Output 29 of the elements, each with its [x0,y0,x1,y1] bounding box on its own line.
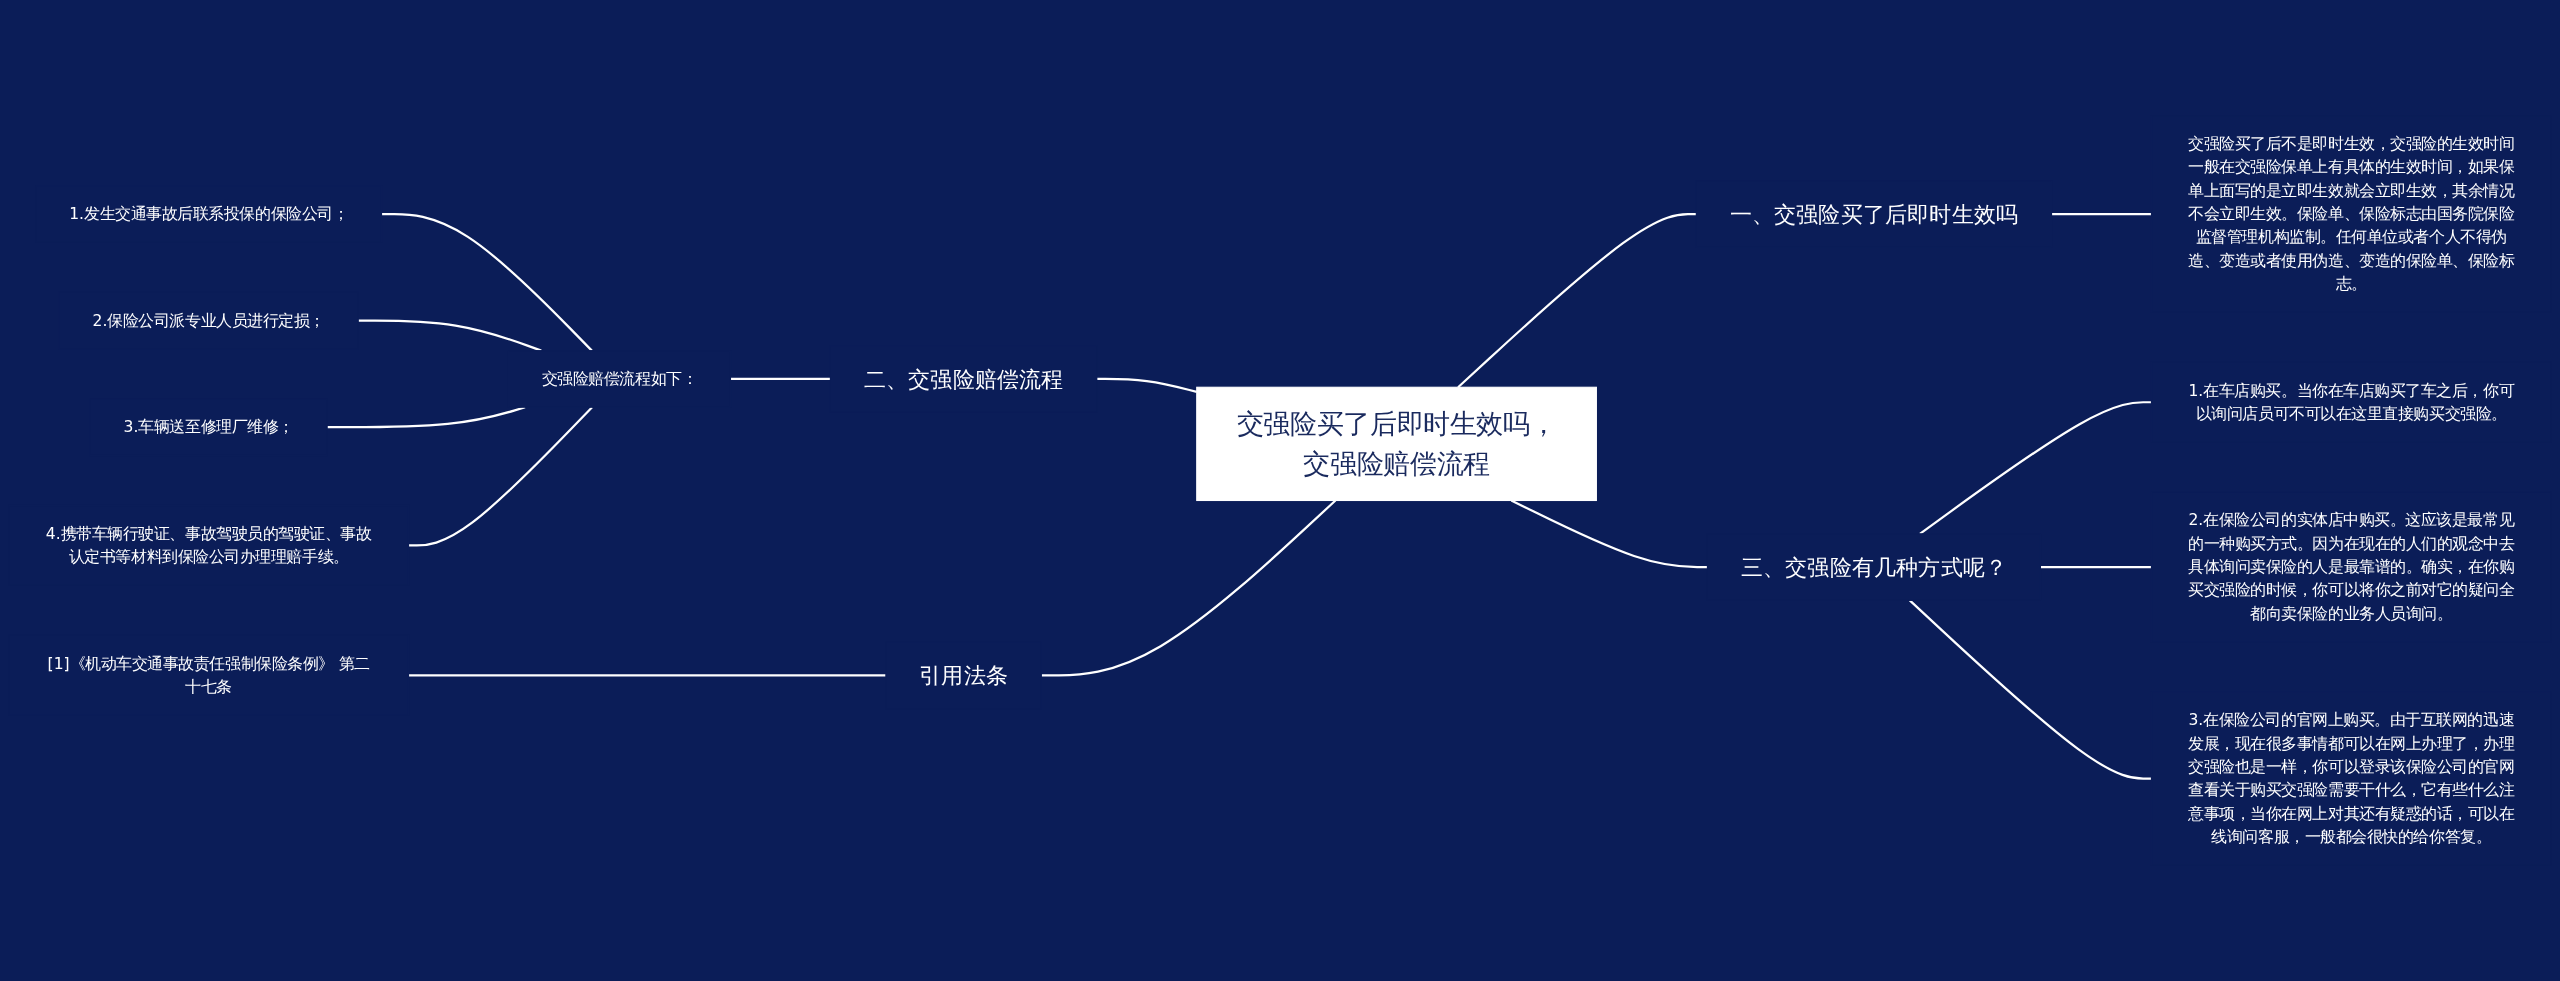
connector [327,406,526,429]
connector [2051,212,2152,216]
connector [358,319,542,352]
node-text: 2.保险公司派专业人员进行定损； [92,311,325,329]
node-text: 交强险买了后不是即时生效，交强险的生效时间一般在交强险保单上有具体的生效时间，如果保单上面写的是立即生效就会立即生效，其余情况不会立即生效。保险单、保险标志由国务院保险监督管理机构监制。任何单位或者个人不得伪造、变造或者使用伪造、变造的保险单、保险标志。 [2188,134,2515,293]
node-text: 3.在保险公司的官网上购买。由于互联网的迅速发展，现在很多事情都可以在网上办理了，办理交强险也是一样，你可以登录该保险公司的官网查看关于购买交强险需要干什么，它有些什么注意事项，当你在网上对其还有疑惑的话，可以在线询问客服，一般都会很快的给你答复。 [2188,710,2515,846]
node-text: 二、交强险赔偿流程 [863,365,1064,393]
node-text: 1.发生交通事故后联系投保的保险公司； [69,204,349,223]
node-text: 引用法条 [919,662,1009,689]
connector [381,212,593,352]
connector [1919,401,2152,535]
node-text: 交强险赔偿流程如下： [541,369,698,388]
connector [1096,377,1197,393]
connector [1041,499,1337,677]
node-text: 4.携带车辆行驶证、事故驾驶员的驾驶证、事故认定书等材料到保险公司办理理赔手续。 [45,524,372,566]
connector [730,377,831,381]
node-text: 1.在车店购买。当你在车店购买了车之后，你可以询问店员可不可以在这里直接购买交强险。 [2188,381,2515,423]
connector [1510,499,1708,569]
node-text: [1]《机动车交通事故责任强制保险条例》 第二十七条 [47,654,370,696]
connector [408,674,886,677]
node-text: 三、交强险有几种方式呢？ [1740,553,2008,581]
node-box: 交强险买了后即时生效吗，交强险赔偿流程 [1196,386,1597,502]
node-text: 一、交强险买了后即时生效吗 [1729,200,2019,228]
connector [2040,566,2152,569]
connector [408,406,593,547]
node-text: 2.在保险公司的实体店中购买。这应该是最常见的一种购买方式。因为在现在的人们的观念中去具体询问卖保险的人是最靠谱的。确实，在你购买交强险的时候，你可以将你之前对它的疑问全都向卖保险的业务人员询问。 [2188,511,2515,623]
connector [1457,212,1697,389]
connector [1909,599,2152,780]
node-text: 3.车辆送至修理厂维修； [123,417,294,436]
